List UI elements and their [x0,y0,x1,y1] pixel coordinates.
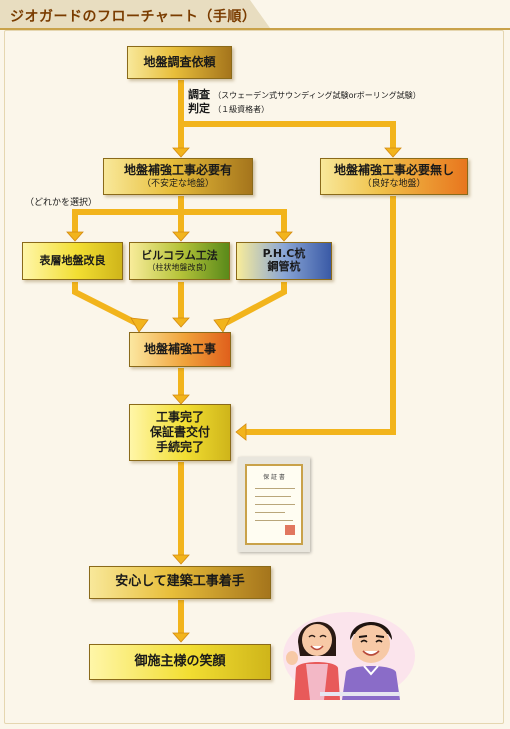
step-reinforcement-not-needed-sub: （良好な地盤） [362,178,426,189]
step-owner-smile: 御施主様の笑顔 [89,644,271,680]
arrow-not-needed-path [242,196,396,435]
man-body [342,666,400,700]
title-tab [0,0,270,28]
step-reinforcement-needed-sub: （不安定な地盤） [141,178,214,189]
certificate-text-line [255,512,285,513]
certificate-heading: 保 証 書 [263,474,285,481]
method-phc-pile-label: P.H.C杭 [262,247,306,261]
survey-label: 調査 [188,88,210,101]
guarantee-certificate-image: 保 証 書 [238,457,310,552]
woman-eyes [308,634,327,638]
method-surface-improvement: 表層地盤改良 [22,242,123,280]
arrowhead-column [172,231,190,242]
step-reinforcement-needed: 地盤補強工事必要有 （不安定な地盤） [103,158,253,195]
title-divider [0,28,510,30]
page-title: ジオガードのフローチャート（手順） [10,9,257,25]
step-reinforcement-not-needed: 地盤補強工事必要無し （良好な地盤） [320,158,468,195]
step-start-construction: 安心して建築工事着手 [89,566,271,599]
woman-shirt [306,664,328,700]
woman-raised-hand [286,651,298,665]
man-eyebrows [358,635,385,638]
step-completion-line1: 工事完了 [155,410,204,424]
arrowhead-reinforce [172,394,190,405]
step-ground-reinforcement-work-label: 地盤補強工事 [143,341,216,356]
woman-face [302,624,332,656]
choose-one-note: （どれかを選択） [25,198,98,208]
arrow-pile-to-reinforce [220,282,287,328]
arrowhead-center-converge [172,317,190,328]
man-eyes [360,639,383,643]
step-completion-line2: 保証書交付 [149,425,210,439]
method-phc-steel-pile: P.H.C杭 鋼管杭 [236,242,332,280]
step-completion-line3: 手続完了 [155,440,204,454]
smiling-couple-illustration [283,612,415,700]
certificate-frame: 保 証 書 [245,464,303,545]
method-steel-pile-label: 鋼管杭 [267,260,301,273]
step-completion: 工事完了 保証書交付 手続完了 [129,404,231,461]
man-face [352,625,390,663]
survey-method-note: （スウェーデン式サウンディング試験orボーリング試験） [213,91,421,100]
man-collar [363,665,379,676]
arrowhead-build [172,632,190,643]
arrowhead-pile [275,231,293,242]
certificate-text-line [255,504,295,505]
step-ground-reinforcement-work: 地盤補強工事 [129,332,231,367]
arrowhead-right-converge [213,317,231,333]
arrowhead-not-needed-left [235,423,247,441]
judgement-qualification-note: （１級資格者） [213,105,270,114]
arrowhead-surface [66,231,84,242]
arrowhead-request [172,147,190,158]
woman-smile [310,645,324,651]
method-bil-column-sub: （柱状地盤改良） [147,263,212,273]
step-owner-smile-label: 御施主様の笑顔 [134,653,226,669]
step-ground-survey-request-label: 地盤調査依頼 [143,54,216,69]
step-reinforcement-not-needed-label: 地盤補強工事必要無し [333,162,454,177]
step-ground-survey-request: 地盤調査依頼 [127,46,232,79]
certificate-text-line [255,488,295,489]
certificate-seal [285,525,295,535]
certificate-text-line [255,496,291,497]
survey-judgement-note: 調査 （スウェーデン式サウンディング試験orボーリング試験） 判定 （１級資格者… [188,88,421,116]
arrowhead-not-needed [384,147,402,158]
man-smile [362,650,380,656]
arrowhead-complete [172,554,190,565]
judgement-label: 判定 [188,102,210,115]
arrowhead-left-converge [130,317,149,333]
method-bil-column: ビルコラム工法 （柱状地盤改良） [129,242,230,280]
arrow-branch-right [181,121,396,152]
step-start-construction-label: 安心して建築工事着手 [115,574,245,590]
arrow-surface-to-reinforce [72,282,142,328]
certificate-text-line [255,520,293,521]
method-bil-column-label: ビルコラム工法 [141,248,218,262]
page-border [4,30,504,724]
method-surface-improvement-label: 表層地盤改良 [39,253,106,267]
table-edge [320,692,400,696]
step-reinforcement-needed-label: 地盤補強工事必要有 [123,162,232,177]
